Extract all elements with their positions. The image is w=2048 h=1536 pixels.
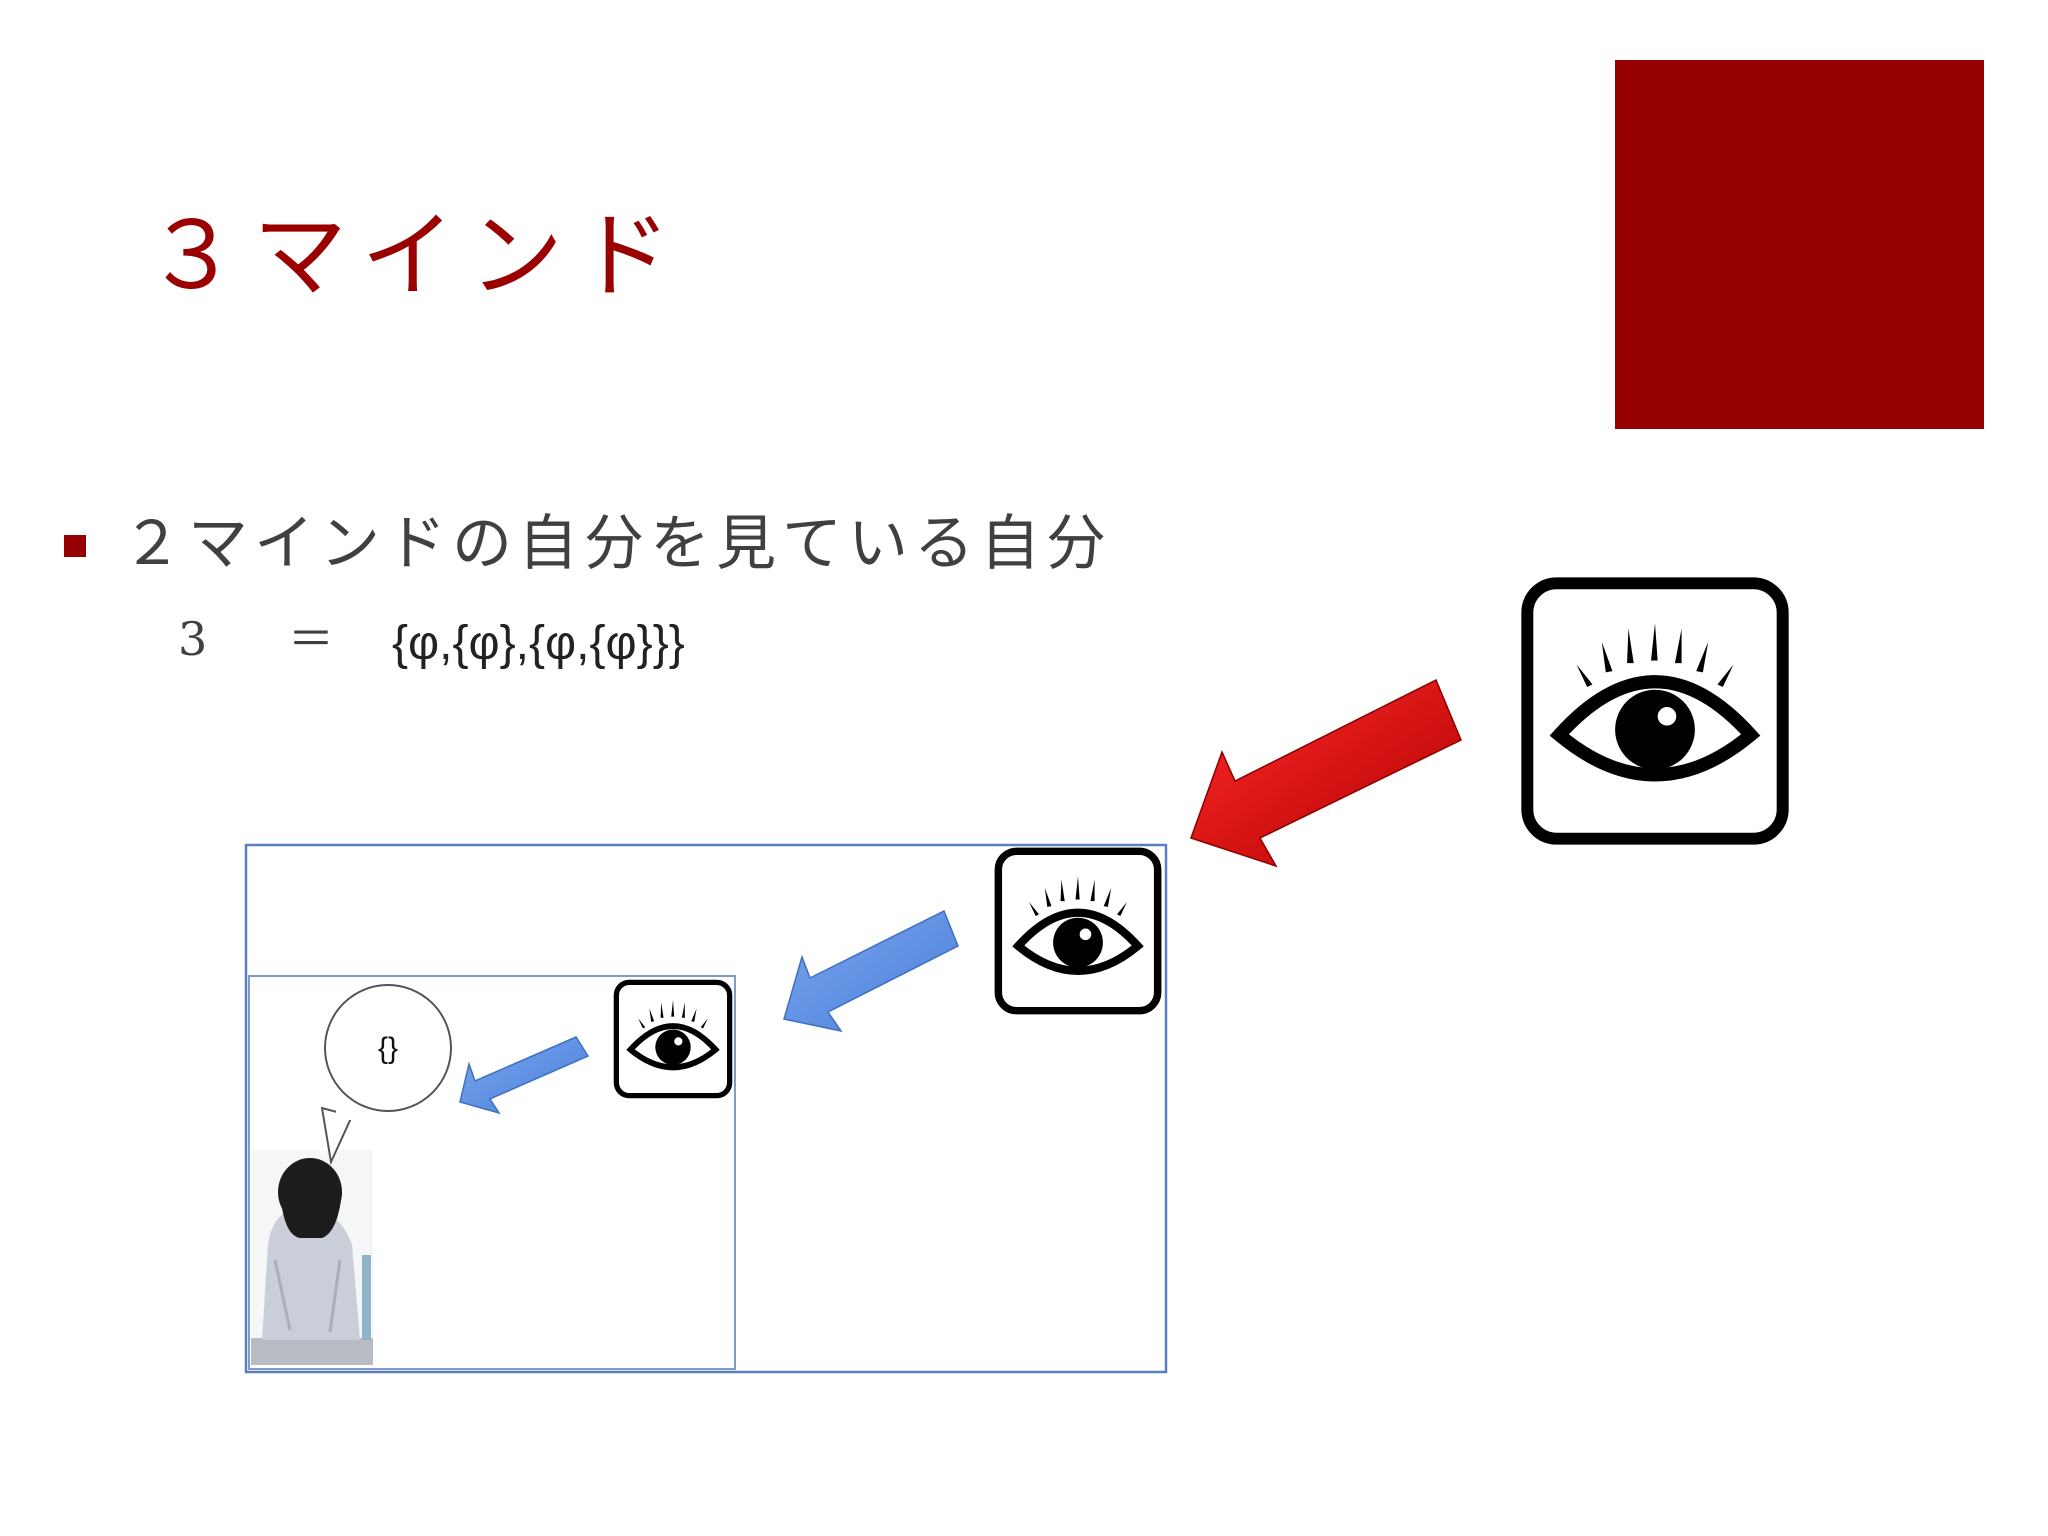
bubble-text: {} [378, 1032, 398, 1065]
inner-frame [249, 976, 735, 1369]
slide-title: ３マインド [145, 205, 685, 308]
arrow-small [460, 1037, 588, 1113]
thought-bubble: {} [322, 985, 451, 1162]
formula-lhs: 3 [178, 610, 207, 670]
outer-frame [246, 845, 1166, 1372]
arrow-medium [784, 911, 958, 1031]
eye-icon-small [616, 982, 729, 1095]
accent-square [1615, 60, 1984, 429]
formula-set: {φ,{φ},{φ,{φ}}} [392, 613, 685, 675]
eye-icon-medium [998, 851, 1157, 1010]
bullet-marker [64, 535, 86, 557]
formula-equals: ＝ [288, 610, 334, 670]
eye-icon-large [1527, 583, 1782, 838]
arrow-large [1191, 680, 1461, 866]
person-photo [251, 1150, 373, 1365]
bullet-text: ２マインドの自分を見ている自分 [122, 508, 1112, 580]
